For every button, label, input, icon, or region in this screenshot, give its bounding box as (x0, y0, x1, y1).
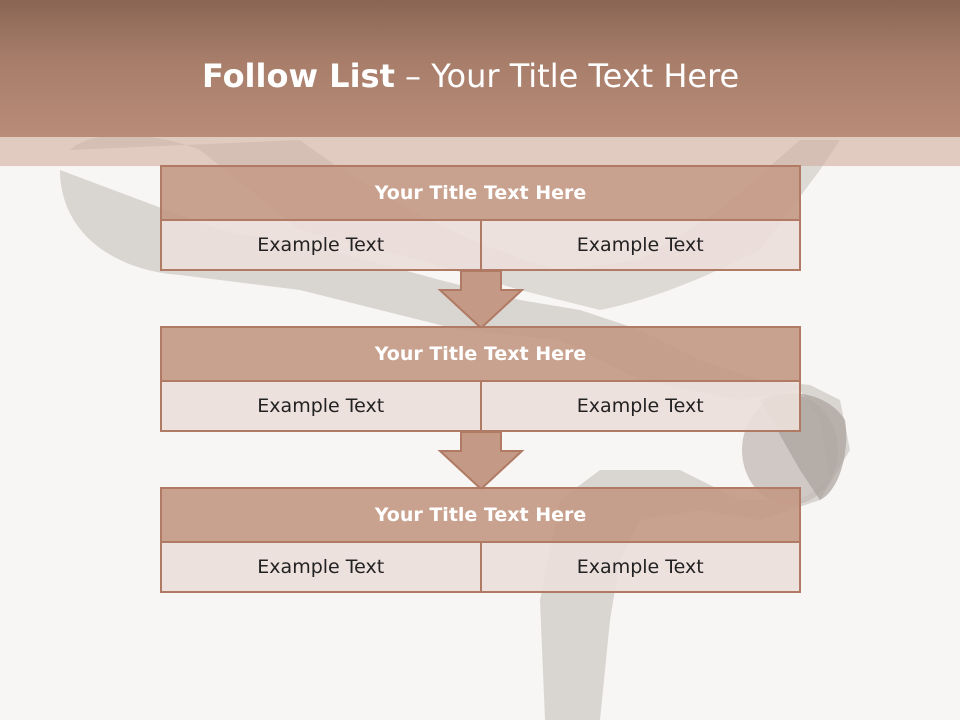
down-arrow-icon (437, 270, 525, 330)
block-row: Example Text Example Text (160, 221, 801, 271)
block-cell-right: Example Text (481, 543, 801, 593)
block-title: Your Title Text Here (160, 165, 801, 221)
header-bar: Follow List – Your Title Text Here (0, 0, 960, 137)
block-cell-left: Example Text (160, 221, 482, 271)
header-stripe (0, 137, 960, 166)
title-bold: Follow List (202, 57, 395, 95)
list-block-1: Your Title Text Here Example Text Exampl… (160, 165, 801, 271)
block-cell-left: Example Text (160, 382, 482, 432)
block-title: Your Title Text Here (160, 326, 801, 382)
block-cell-right: Example Text (481, 221, 801, 271)
list-block-3: Your Title Text Here Example Text Exampl… (160, 487, 801, 593)
block-cell-right: Example Text (481, 382, 801, 432)
title-rest: – Your Title Text Here (394, 57, 740, 95)
block-row: Example Text Example Text (160, 382, 801, 432)
block-title: Your Title Text Here (160, 487, 801, 543)
block-cell-left: Example Text (160, 543, 482, 593)
down-arrow-icon (437, 431, 525, 491)
page-title: Follow List – Your Title Text Here (202, 56, 739, 96)
block-row: Example Text Example Text (160, 543, 801, 593)
list-block-2: Your Title Text Here Example Text Exampl… (160, 326, 801, 432)
